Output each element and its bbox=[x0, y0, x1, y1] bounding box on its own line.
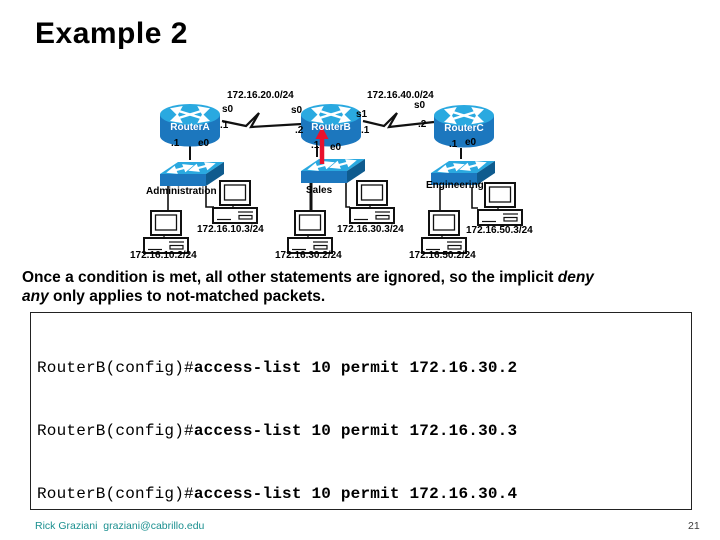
iface-num-c-s0: .2 bbox=[418, 119, 427, 130]
intro-text: Once a condition is met, all other state… bbox=[22, 269, 594, 306]
cli-acl-line-3: RouterB(config)#access-list 10 permit 17… bbox=[37, 485, 518, 503]
serial-link-bc-lightning-icon bbox=[362, 112, 435, 129]
lan-label-sales: Sales bbox=[306, 185, 333, 196]
pc-engineering-3-icon bbox=[477, 182, 523, 226]
iface-num-b-e0: .1 bbox=[311, 140, 320, 151]
intro-line-1: Once a condition is met, all other state… bbox=[22, 269, 594, 286]
iface-num-c-e0: .1 bbox=[449, 139, 458, 150]
cli-acl-line-2: RouterB(config)#access-list 10 permit 17… bbox=[37, 422, 518, 440]
host-ip-admin-3: 172.16.10.3/24 bbox=[197, 224, 264, 235]
host-ip-sales-2: 172.16.30.2/24 bbox=[275, 250, 342, 261]
pc-sales-3-icon bbox=[349, 180, 395, 224]
host-ip-sales-3: 172.16.30.3/24 bbox=[337, 224, 404, 235]
pc-admin-2-icon bbox=[143, 210, 189, 254]
page-title: Example 2 bbox=[35, 17, 188, 50]
host-ip-admin-2: 172.16.10.2/24 bbox=[130, 250, 197, 261]
host-ip-engineering-2: 172.16.50.2/24 bbox=[409, 250, 476, 261]
host-ip-engineering-3: 172.16.50.3/24 bbox=[466, 225, 533, 236]
iface-label-b-e0: e0 bbox=[330, 142, 342, 153]
switch-sales-icon bbox=[299, 157, 367, 185]
network-label-2: 172.16.40.0/24 bbox=[367, 90, 434, 101]
iface-label-c-s0: s0 bbox=[414, 100, 426, 111]
iface-label-b-s1: s1 bbox=[356, 109, 368, 120]
acl-direction-arrow-icon bbox=[315, 126, 329, 164]
serial-links bbox=[221, 112, 435, 129]
pc-sales-2-icon bbox=[287, 210, 333, 254]
router-b-name: RouterB bbox=[311, 122, 351, 133]
iface-label-a-s0: s0 bbox=[222, 104, 234, 115]
lan-label-administration: Administration bbox=[146, 186, 217, 197]
pc-engineering-2-icon bbox=[421, 210, 467, 254]
lan-label-engineering: Engineering bbox=[426, 180, 484, 191]
iface-label-a-e0: e0 bbox=[198, 138, 210, 149]
network-label-1: 172.16.20.0/24 bbox=[227, 90, 294, 101]
page-number: 21 bbox=[688, 520, 700, 532]
pc-admin-3-icon bbox=[212, 180, 258, 224]
router-a-name: RouterA bbox=[170, 122, 210, 133]
iface-num-a-e0: .1 bbox=[171, 138, 180, 149]
serial-link-ab-lightning-icon bbox=[221, 112, 303, 129]
iface-num-b-s1: .1 bbox=[361, 125, 370, 136]
iface-num-a-s0: .1 bbox=[220, 120, 229, 131]
cli-acl-line-1: RouterB(config)#access-list 10 permit 17… bbox=[37, 359, 518, 377]
cli-output-box: RouterB(config)#access-list 10 permit 17… bbox=[30, 312, 692, 510]
router-c-name: RouterC bbox=[444, 123, 484, 134]
intro-line-2: any only applies to not-matched packets. bbox=[22, 287, 326, 305]
footer-author: Rick Graziani graziani@cabrillo.edu bbox=[35, 520, 205, 532]
iface-label-b-s0: s0 bbox=[291, 105, 303, 116]
network-diagram-art bbox=[143, 102, 523, 254]
network-diagram: 172.16.20.0/24 172.16.40.0/24 s0 .1 s0 .… bbox=[130, 90, 533, 261]
iface-label-c-e0: e0 bbox=[465, 137, 477, 148]
switch-administration-icon bbox=[158, 160, 226, 188]
iface-num-b-s0: .2 bbox=[295, 125, 304, 136]
ethernet-links bbox=[167, 146, 478, 213]
